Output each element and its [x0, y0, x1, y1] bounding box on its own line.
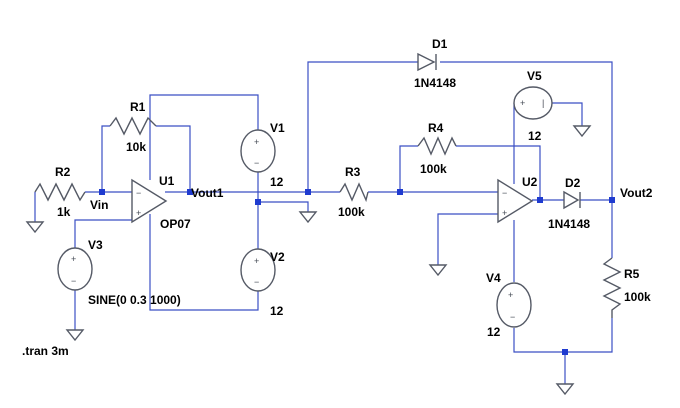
junction-vout2 [609, 197, 615, 203]
junction-u2-out [537, 197, 543, 203]
wire-u1-bottom-supply [149, 214, 259, 311]
resistor-r5 [602, 257, 622, 318]
diode-d2 [563, 190, 581, 210]
voltage-source-v1: + − [240, 129, 276, 173]
ground-symbol-v3 [65, 329, 85, 342]
label-v4-name: V4 [486, 271, 501, 285]
label-r3-name: R3 [345, 165, 361, 179]
wire-mid-to-ground [258, 201, 309, 212]
label-u1-model: OP07 [160, 217, 191, 231]
svg-text:+: + [71, 254, 76, 264]
svg-text:−: − [254, 158, 259, 168]
label-r1-name: R1 [130, 100, 146, 114]
ground-symbol-bottom [555, 383, 575, 396]
label-v1-name: V1 [270, 121, 285, 135]
ground-symbol-mid [298, 211, 318, 224]
svg-text:+: + [254, 137, 259, 147]
label-r2-value: 1k [57, 205, 71, 219]
label-v3-name: V3 [88, 238, 103, 252]
junction-mid [255, 199, 261, 205]
wire-v5-ground [552, 102, 583, 126]
opamp-u1: − + [131, 178, 168, 224]
wire-r4-left [399, 145, 418, 192]
grounds [25, 125, 592, 396]
label-d1-model: 1N4148 [414, 76, 456, 90]
label-vin: Vin [90, 198, 108, 212]
ground-symbol-u2-noninv [428, 264, 448, 277]
label-r2-name: R2 [55, 165, 71, 179]
label-r1-value: 10k [126, 140, 146, 154]
label-tran-directive: .tran 3m [22, 344, 69, 358]
junction-vout1 [187, 189, 193, 195]
wire-u1-top-supply [149, 94, 259, 180]
resistor-r1 [109, 116, 157, 136]
svg-text:−: − [136, 188, 141, 198]
resistor-r4 [417, 136, 457, 156]
wire-d1-to-vout2 [440, 61, 613, 200]
voltage-source-v2: + − [240, 248, 276, 292]
resistor-r3 [339, 182, 369, 203]
ground-symbol-r2 [25, 221, 45, 234]
opamp-u2: − + [497, 178, 534, 224]
label-vout2: Vout2 [620, 186, 653, 200]
wires [34, 61, 613, 384]
svg-text:−: − [502, 188, 507, 198]
label-r4-value: 100k [420, 162, 447, 176]
wire-v4-bottom [513, 318, 613, 353]
label-v2-value: 12 [270, 304, 284, 318]
label-v2-name: V2 [270, 250, 285, 264]
svg-text:|: | [542, 98, 544, 108]
label-v3-value: SINE(0 0.3 1000) [88, 293, 181, 307]
wire-r1-left [101, 125, 110, 192]
svg-text:−: − [510, 312, 515, 322]
svg-text:+: + [520, 98, 525, 108]
wire-d1-feedback [307, 61, 418, 192]
junction-r4-node [397, 189, 403, 195]
label-u2-name: U2 [522, 175, 538, 189]
label-v5-name: V5 [527, 69, 542, 83]
wire-v3-to-vin [74, 214, 133, 248]
label-d2-model: 1N4148 [548, 217, 590, 231]
svg-text:−: − [71, 276, 76, 286]
svg-text:+: + [254, 256, 259, 266]
svg-text:+: + [136, 208, 141, 218]
junction-vin [99, 189, 105, 195]
label-r3-value: 100k [338, 205, 365, 219]
voltage-source-v4: + − [496, 282, 532, 328]
label-v4-value: 12 [487, 325, 501, 339]
svg-text:+: + [502, 208, 507, 218]
junction-bottom [562, 349, 568, 355]
junction-d1-node [305, 189, 311, 195]
label-vout1: Vout1 [191, 186, 224, 200]
ground-symbol-v5 [572, 125, 592, 138]
label-u1-name: U1 [159, 174, 175, 188]
label-d2-name: D2 [565, 176, 581, 190]
junctions [99, 189, 615, 355]
label-v5-value: 12 [528, 129, 542, 143]
voltage-source-v3: + − [57, 247, 93, 291]
svg-text:+: + [508, 290, 513, 300]
wire-u2-noninv-ground [437, 213, 498, 265]
resistor-r2 [34, 182, 86, 202]
diode-d1 [417, 52, 437, 72]
voltage-source-v5: + | [513, 86, 553, 120]
label-r5-value: 100k [624, 290, 651, 304]
label-d1-name: D1 [432, 37, 448, 51]
wire-r4-right [456, 145, 541, 200]
svg-text:−: − [254, 277, 259, 287]
label-r4-name: R4 [428, 121, 444, 135]
label-v1-value: 12 [270, 175, 284, 189]
wire-r1-right [156, 125, 191, 192]
label-r5-name: R5 [624, 267, 640, 281]
